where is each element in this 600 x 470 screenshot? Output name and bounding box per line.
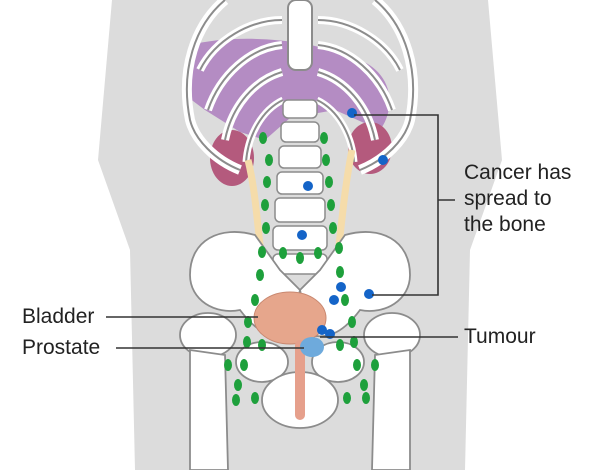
lymph-node (327, 199, 335, 211)
bladder (253, 291, 327, 345)
lymph-node (244, 316, 252, 328)
lymph-node (314, 247, 322, 259)
left-kidney (210, 130, 254, 186)
tumour-label: Tumour (464, 325, 536, 348)
lymph-node (371, 359, 379, 371)
bone-metastases (297, 108, 388, 339)
lymph-node (224, 359, 232, 371)
bone-metastasis (336, 282, 346, 292)
lymph-node (322, 154, 330, 166)
lymph-node (320, 132, 328, 144)
lymph-node (240, 359, 248, 371)
lymph-node (258, 339, 266, 351)
lymph-nodes (224, 132, 379, 406)
lymph-node (348, 316, 356, 328)
lymph-node (341, 294, 349, 306)
lymph-node (353, 359, 361, 371)
lymph-node (243, 336, 251, 348)
lymph-node (362, 392, 370, 404)
urethra (295, 340, 305, 420)
lymph-node (256, 269, 264, 281)
lymph-node (343, 392, 351, 404)
lymph-node (234, 379, 242, 391)
spine (272, 99, 328, 275)
bone-spread-label-line-1: Cancer has (464, 161, 572, 184)
bone-spread-label-line-3: the bone (464, 213, 546, 236)
lymph-node (258, 246, 266, 258)
lymph-node (262, 222, 270, 234)
tumour (300, 337, 324, 357)
lymph-node (259, 132, 267, 144)
bone-metastasis (347, 108, 357, 118)
bone-metastasis (317, 325, 327, 335)
lymph-node (350, 336, 358, 348)
lymph-node (251, 294, 259, 306)
bone-metastasis (303, 181, 313, 191)
lymph-node (263, 176, 271, 188)
femurs (179, 312, 421, 470)
spread-bracket-line (354, 114, 439, 296)
leader-lines (106, 114, 458, 349)
lymph-node (232, 394, 240, 406)
bladder-label: Bladder (22, 305, 95, 328)
prostate-label: Prostate (22, 336, 101, 359)
lymph-node (296, 252, 304, 264)
bone-spread-label-line-2: spread to (464, 187, 552, 210)
bone-spread-label: Cancer has spread to the bone (464, 160, 571, 238)
lymph-node (325, 176, 333, 188)
bone-metastasis (329, 295, 339, 305)
lymph-node (279, 247, 287, 259)
lymph-node (265, 154, 273, 166)
bone-metastasis (364, 289, 374, 299)
lymph-node (335, 242, 343, 254)
lymph-node (261, 199, 269, 211)
bone-metastasis (297, 230, 307, 240)
lymph-node (360, 379, 368, 391)
lymph-node (336, 266, 344, 278)
lymph-node (329, 222, 337, 234)
lymph-node (336, 339, 344, 351)
lymph-node (251, 392, 259, 404)
bone-metastasis (378, 155, 388, 165)
